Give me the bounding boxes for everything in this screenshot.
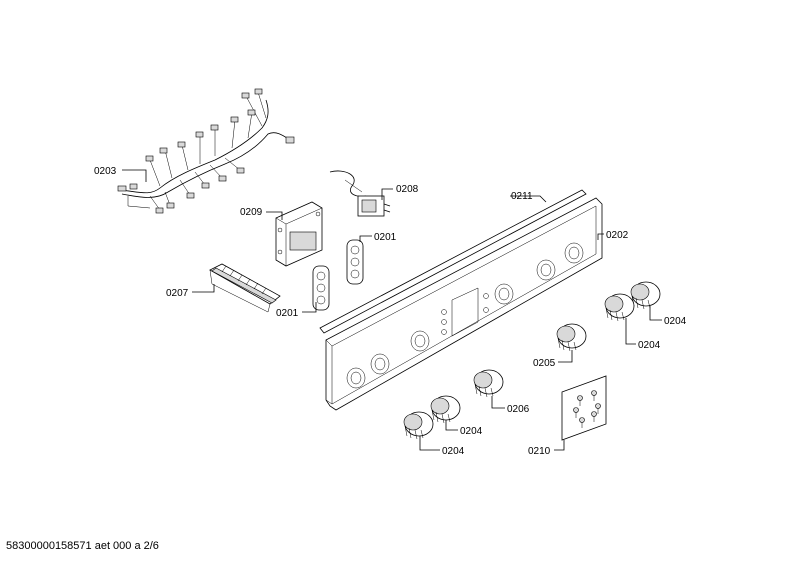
label-0210: 0210 [528, 446, 551, 457]
switch-set-0201-lower [312, 265, 330, 311]
terminal-block-0207 [209, 263, 281, 313]
knob-0204-left-top [430, 395, 461, 424]
thermostat-0208 [329, 170, 391, 217]
document-footer-code: 58300000158571 aet 000 a 2/6 [6, 540, 159, 552]
knob-0204-right-bottom [604, 293, 635, 322]
label-0208: 0208 [396, 184, 419, 195]
screw-set-0210 [561, 375, 607, 441]
label-0201-lower: 0201 [276, 308, 299, 319]
trim-strip-0211 [319, 189, 587, 334]
label-0204-right-top: 0204 [664, 316, 687, 327]
electronic-module-0209 [275, 201, 323, 267]
label-0201-upper: 0201 [374, 232, 397, 243]
label-0206: 0206 [507, 404, 530, 415]
label-0204-left-top: 0204 [460, 426, 483, 437]
label-0209: 0209 [240, 207, 263, 218]
knob-0206 [473, 369, 504, 398]
label-0203: 0203 [94, 166, 117, 177]
wiring-harness-0203 [117, 88, 295, 214]
label-0207: 0207 [166, 288, 189, 299]
label-0205: 0205 [533, 358, 556, 369]
label-0204-left-bottom: 0204 [442, 446, 465, 457]
knob-0204-left-bottom [403, 411, 434, 440]
label-0211: 0211 [511, 191, 533, 202]
knob-0205 [556, 323, 587, 352]
switch-set-0201-upper [346, 239, 364, 285]
control-panel-0202 [325, 197, 603, 411]
label-0202: 0202 [606, 230, 629, 241]
knob-0204-right-top [630, 281, 661, 310]
label-0204-right-bottom: 0204 [638, 340, 661, 351]
leader-lines [122, 169, 662, 451]
